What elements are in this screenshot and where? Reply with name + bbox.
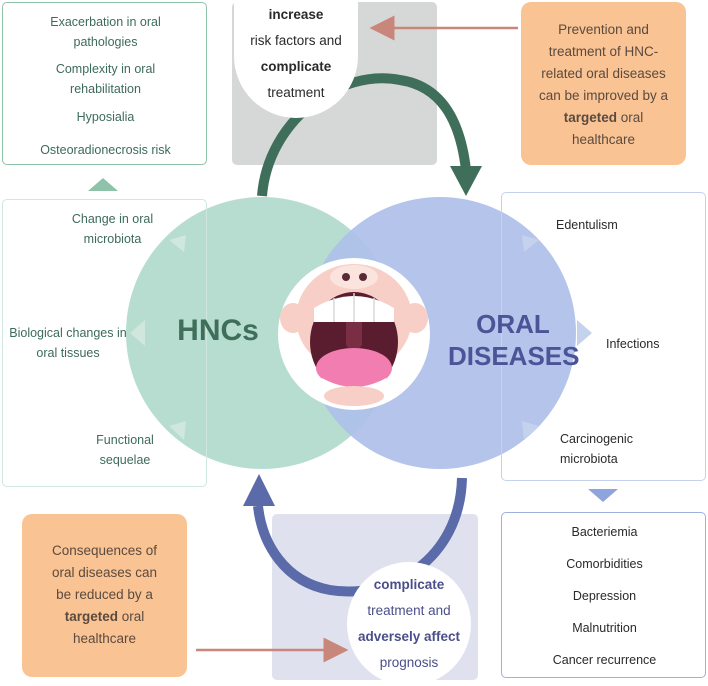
bottom-circle [347,562,471,686]
right-box [501,192,706,481]
left-item-change-microbiota: Change in oral microbiota [71,212,154,246]
arrowhead-to-carcinogenic [522,421,539,440]
list-item: Malnutrition [572,621,637,635]
list-item: Hyposialia [76,110,135,124]
left-box [2,199,207,487]
arrowhead-to-edentulism [522,235,539,252]
down-triangle-icon [588,489,618,502]
top-right-text: Prevention and treatment of HNC- related… [538,22,669,147]
up-triangle-icon [88,178,118,191]
left-item-functional-sequelae: Functional sequelae [96,433,154,467]
list-item: Comorbidities [566,557,643,571]
top-circle-text: increase risk factors and complicate tre… [250,7,342,100]
green-curved-arrow [257,73,471,197]
oral-diseases-label: ORAL DISEASES [448,309,580,371]
arrowhead-to-functional-sequelae [169,421,186,440]
bottom-right-box: Bacteriemia Comorbidities Depression Mal… [501,512,706,678]
top-right-orange-box [521,2,686,165]
green-arrowhead [450,166,482,196]
bottom-circle-text: complicate treatment and adversely affec… [357,577,461,670]
list-item: Depression [572,589,637,603]
list-item: Bacteriemia [571,525,638,539]
list-item: Osteoradionecrosis risk [40,143,171,157]
bottom-left-orange-box [22,514,187,677]
blue-arrowhead [243,474,275,506]
right-item-edentulism: Edentulism [556,218,618,232]
blue-curved-arrow [253,477,467,597]
list-item: Exacerbation in oral pathologies [50,15,161,49]
right-item-carcinogenic-microbiota: Carcinogenic microbiota [560,432,633,466]
hncs-label: HNCs [177,314,259,347]
list-item: Cancer recurrence [552,653,657,667]
open-mouth-icon [278,258,430,410]
top-left-box: Exacerbation in oral pathologies Complex… [2,2,207,165]
arrowhead-to-change-microbiota [169,235,186,252]
top-circle [234,0,358,118]
list-item: Complexity in oral rehabilitation [55,62,156,96]
arrowhead-to-infections [577,320,592,346]
bottom-left-text: Consequences of oral diseases can be red… [51,543,158,646]
right-item-infections: Infections [606,337,660,351]
left-item-biological-changes: Biological changes in oral tissues [9,326,127,360]
arrowhead-to-biological-changes [130,320,145,346]
